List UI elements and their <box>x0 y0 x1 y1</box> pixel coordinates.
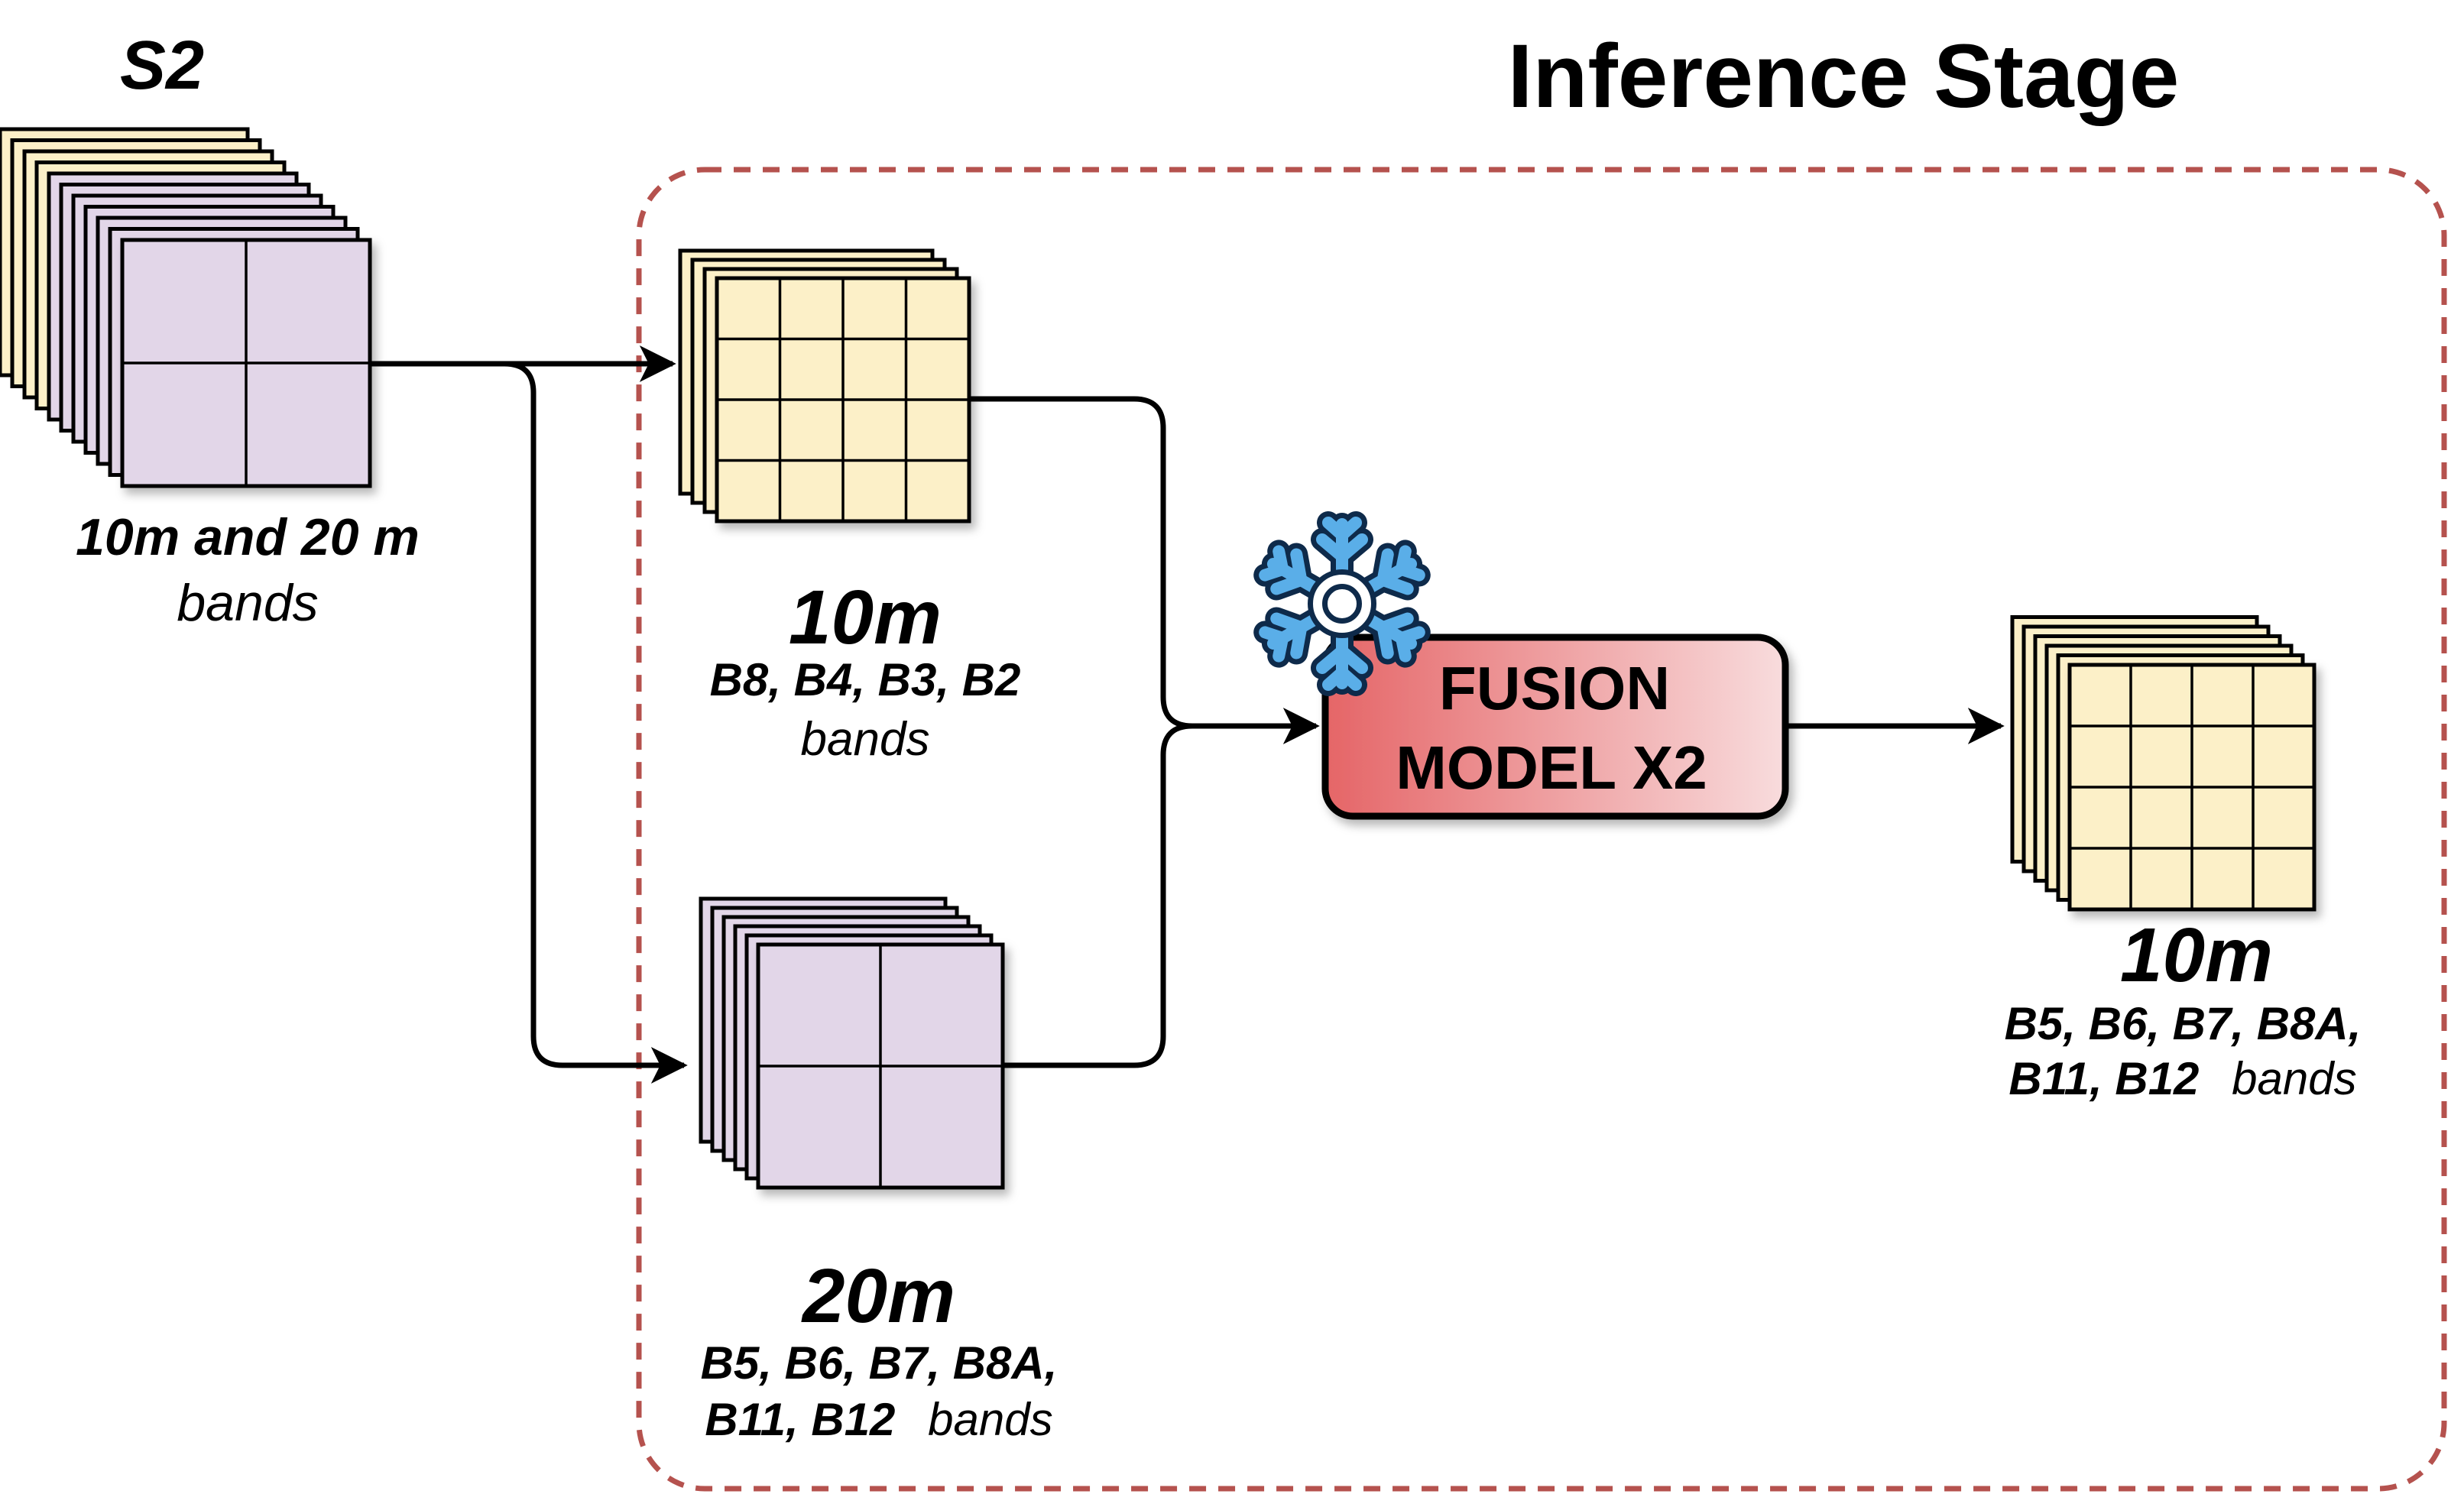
connectors <box>370 345 2005 1084</box>
branch-20m-bands-line2-codes: B11, B12 <box>705 1394 895 1445</box>
fusion-model-box <box>1321 634 1789 820</box>
inference-stage-boundary <box>636 167 2447 1492</box>
stack-10m-bands <box>678 248 971 523</box>
branch-10m-bands-suffix: bands <box>801 713 930 766</box>
output-bands-line2-codes: B11, B12 <box>2008 1053 2199 1104</box>
stage-title: Inference Stage <box>1508 26 2180 127</box>
fusion-model: FUSION MODEL X2 <box>1321 634 1789 820</box>
input-label-line2: bands <box>177 574 318 632</box>
branch-10m-resolution: 10m <box>789 575 942 660</box>
branch-20m-resolution: 20m <box>801 1253 955 1339</box>
fusion-model-label-line2: MODEL X2 <box>1396 734 1707 802</box>
input-label-line1: 10m and 20 m <box>76 508 420 566</box>
output-bands-line1: B5, B6, B7, B8A, <box>2005 998 2362 1049</box>
snowflake-icon <box>1253 511 1431 696</box>
fusion-model-label-line1: FUSION <box>1439 654 1670 722</box>
output-resolution: 10m <box>2120 912 2273 998</box>
input-stack <box>0 127 372 488</box>
arrow-20m-to-model <box>1001 723 1193 1068</box>
arrow-10m-to-model <box>968 396 1320 744</box>
branch-20m-bands-line2: B11, B12 bands <box>705 1394 1052 1445</box>
branch-20m-bands-line1: B5, B6, B7, B8A, <box>701 1337 1058 1389</box>
branch-10m-bands: B8, B4, B3, B2 <box>710 654 1021 705</box>
input-name: S2 <box>120 28 204 104</box>
output-stack <box>2010 615 2316 912</box>
stack-20m-bands <box>699 896 1005 1190</box>
output-bands-suffix: bands <box>2232 1053 2356 1104</box>
arrow-input-to-20m <box>370 361 688 1084</box>
branch-20m-bands-suffix: bands <box>928 1394 1052 1445</box>
output-bands-line2: B11, B12 bands <box>2008 1053 2356 1104</box>
